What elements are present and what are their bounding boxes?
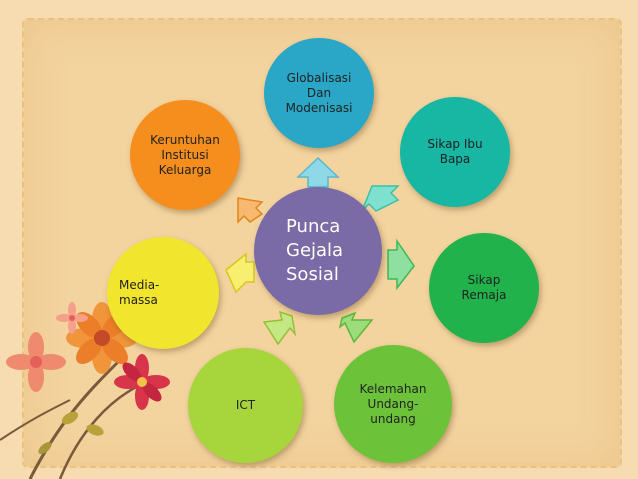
node-sikap-ibu-bapa: Sikap Ibu Bapa bbox=[400, 97, 510, 207]
arrow-to-sikap-remaja bbox=[387, 238, 415, 291]
arrow-to-sikap-ibu-bapa bbox=[361, 185, 400, 212]
node-sikap-remaja-label: Sikap Remaja bbox=[461, 273, 507, 302]
node-media-massa-label: Media- massa bbox=[119, 278, 160, 307]
node-sikap-ibu-bapa-label: Sikap Ibu Bapa bbox=[427, 137, 483, 166]
arrow-to-keruntuhan bbox=[237, 197, 264, 224]
node-keruntuhan: Keruntuhan Institusi Keluarga bbox=[130, 100, 240, 210]
center-node: Punca Gejala Sosial bbox=[254, 187, 382, 315]
node-keruntuhan-label: Keruntuhan Institusi Keluarga bbox=[150, 132, 220, 177]
arrow-to-kelemahan bbox=[338, 311, 374, 344]
node-ict-label: ICT bbox=[235, 398, 256, 412]
node-ict: ICT bbox=[188, 348, 303, 463]
node-media-massa: Media- massa bbox=[107, 237, 219, 349]
flower-pink bbox=[6, 332, 66, 392]
center-node-label: Punca Gejala Sosial bbox=[286, 216, 344, 285]
arrow-to-ict bbox=[262, 310, 297, 346]
flower-stems bbox=[0, 358, 141, 479]
node-sikap-remaja: Sikap Remaja bbox=[429, 233, 539, 343]
node-kelemahan: Kelemahan Undang- undang bbox=[334, 345, 452, 463]
flower-small bbox=[56, 302, 88, 334]
node-globalisasi-label: Globalisasi Dan Modenisasi bbox=[285, 70, 353, 115]
node-globalisasi: Globalisasi Dan Modenisasi bbox=[264, 38, 374, 148]
flower-red bbox=[114, 354, 170, 410]
node-kelemahan-label: Kelemahan Undang- undang bbox=[359, 381, 427, 426]
arrow-to-globalisasi bbox=[296, 156, 340, 188]
arrow-to-media-massa bbox=[225, 252, 255, 294]
